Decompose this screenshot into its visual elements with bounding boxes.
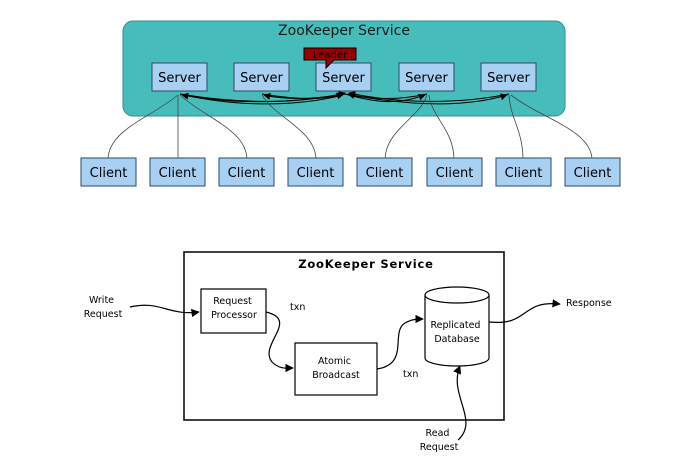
server-box (480, 62, 537, 92)
server-label: Server (240, 71, 283, 86)
response-label: Response (566, 298, 612, 309)
processor-to-broadcast-arrow (265, 311, 294, 373)
clients: Client Client Client Client Client Client Clie… (80, 157, 621, 187)
server-box (151, 62, 208, 92)
client-box (356, 157, 413, 187)
write-request-label: Write Request (84, 295, 123, 320)
client-box (80, 157, 137, 187)
broadcast-to-database-arrow (376, 314, 424, 370)
client-label: Client (228, 166, 266, 181)
server-label: Server (487, 71, 530, 86)
server-label: Server (322, 71, 365, 86)
txn-label-2: txn (403, 369, 418, 380)
client-box (287, 157, 344, 187)
client-box (564, 157, 621, 187)
replicated-database-cylinder (424, 286, 490, 367)
server-interconnects (179, 90, 510, 105)
client-box (149, 157, 206, 187)
read-request-arrow (453, 365, 467, 441)
client-label: Client (505, 166, 543, 181)
bottom-diagram: ZooKeeper Service Write Request Request … (84, 251, 612, 453)
client-label: Client (297, 166, 335, 181)
service-title: ZooKeeper Service (278, 23, 410, 39)
client-label: Client (366, 166, 404, 181)
request-processor-box (200, 288, 267, 334)
leader-tag: Leader (303, 47, 357, 70)
client-box (426, 157, 483, 187)
service-frame-title: ZooKeeper Service (298, 257, 434, 271)
client-label: Client (90, 166, 128, 181)
atomic-broadcast-label: Atomic Broadcast (312, 356, 360, 381)
server-box (315, 62, 372, 92)
txn-label-1: txn (290, 302, 305, 313)
client-connections (107, 94, 593, 161)
server-box (398, 62, 455, 92)
server-label: Server (405, 71, 448, 86)
client-box (218, 157, 275, 187)
server-label: Server (158, 71, 201, 86)
write-request-arrow (129, 304, 200, 318)
client-label: Client (159, 166, 197, 181)
leader-label: Leader (313, 50, 348, 61)
request-processor-label: Request Processor (211, 296, 257, 321)
server-box (233, 62, 290, 92)
response-arrow (488, 299, 561, 323)
replicated-database-label: Replicated Database (430, 320, 483, 345)
client-box (495, 157, 552, 187)
client-label: Client (574, 166, 612, 181)
servers: Server Server Server Server Server (151, 62, 537, 92)
read-request-label: Read Request (420, 428, 459, 453)
atomic-broadcast-box (294, 342, 378, 396)
client-label: Client (436, 166, 474, 181)
